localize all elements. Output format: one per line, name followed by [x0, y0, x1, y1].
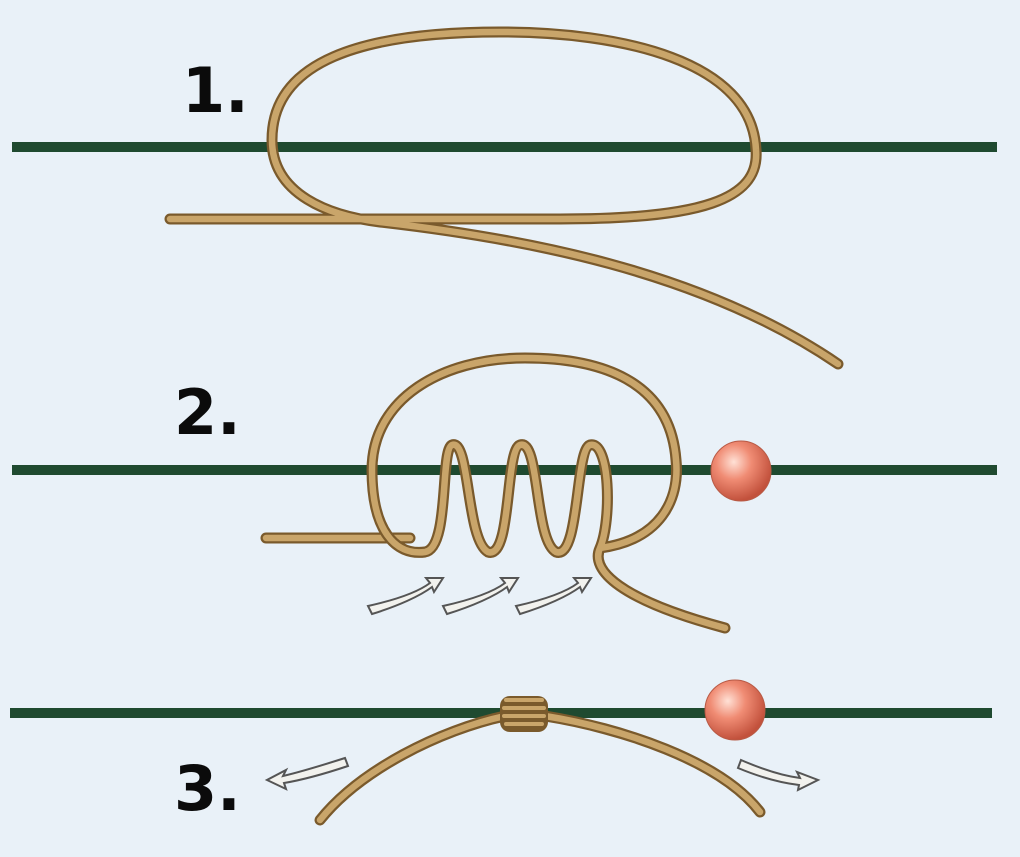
step-1-number: 1.: [182, 54, 249, 127]
bead-icon: [710, 440, 772, 502]
arrow-icon: [736, 758, 821, 792]
arrow-icon: [514, 577, 593, 616]
arrow-icon: [366, 577, 445, 616]
step-2-number: 2.: [174, 376, 241, 449]
step-3-number: 3.: [174, 752, 241, 825]
arrow-icon: [264, 756, 350, 791]
step-1: 1.: [12, 26, 997, 370]
bead-icon: [704, 679, 766, 741]
step-3: 3.: [10, 679, 992, 826]
arrow-icon: [441, 577, 520, 616]
rope-1: [164, 26, 844, 370]
step-2: 2.: [12, 352, 997, 634]
rope-2: [260, 352, 731, 634]
knot: [500, 696, 548, 732]
